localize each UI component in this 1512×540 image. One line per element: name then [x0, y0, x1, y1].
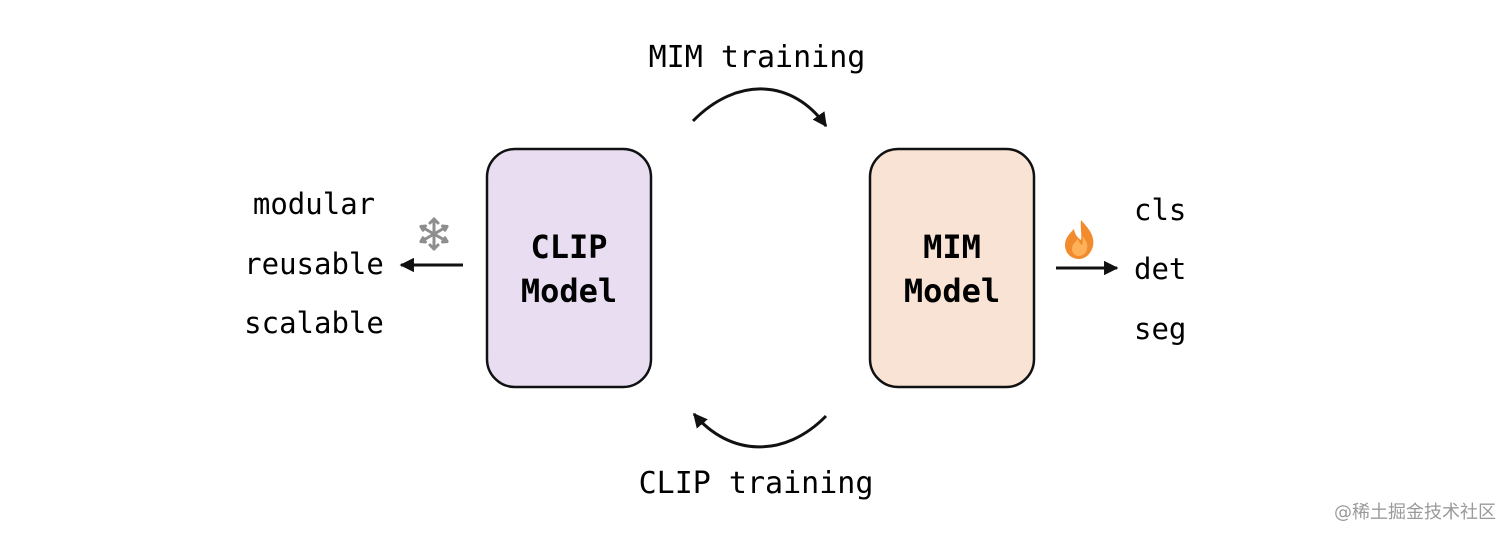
watermark: @稀土掘金技术社区 — [1334, 502, 1496, 523]
mim-model-title: MIM — [923, 228, 981, 266]
property-modular: modular — [253, 187, 375, 221]
task-cls: cls — [1134, 193, 1186, 227]
mim-model-subtitle: Model — [904, 272, 1000, 310]
clip-model-title: CLIP — [530, 228, 607, 266]
clip-model-subtitle: Model — [521, 272, 617, 310]
property-scalable: scalable — [244, 306, 384, 340]
task-det: det — [1134, 252, 1186, 286]
snowflake-icon — [419, 217, 449, 251]
task-seg: seg — [1134, 312, 1186, 346]
clip-model-box — [485, 147, 653, 389]
clip-training-arrow — [692, 412, 828, 449]
mim-training-label: MIM training — [649, 40, 866, 75]
clip-training-label: CLIP training — [639, 466, 874, 501]
property-reusable: reusable — [244, 247, 384, 281]
flame-icon — [1065, 220, 1094, 259]
mim-training-arrow — [691, 87, 828, 128]
mim-model-box — [868, 147, 1036, 389]
